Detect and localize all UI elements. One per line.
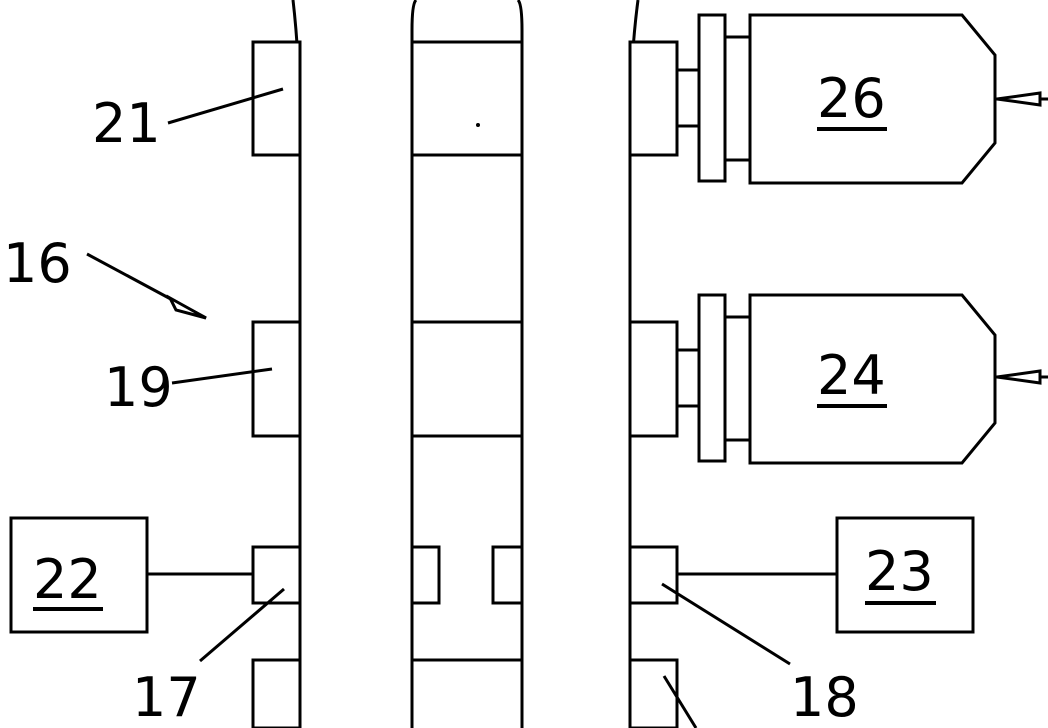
label-21: 21: [92, 92, 161, 155]
unit-26-collar: [723, 35, 752, 162]
block-right-mid: [628, 320, 679, 438]
label-23: 23: [865, 540, 934, 603]
unit-26: [675, 13, 1048, 185]
box-23: [835, 516, 975, 634]
block-right-top: [628, 40, 679, 157]
block-21: [251, 40, 302, 157]
unit-24-arrow-head: [996, 369, 1042, 385]
label-17: 17: [132, 666, 201, 728]
unit-24-flange: [697, 293, 727, 463]
label-22: 22: [33, 548, 102, 611]
center-small-block: [410, 545, 441, 605]
label-19: 19: [104, 356, 173, 419]
label-24: 24: [817, 344, 886, 407]
block-lower-left: [251, 658, 302, 728]
leader-17: [199, 587, 285, 663]
unit-26-flange: [697, 13, 727, 183]
block-18: [628, 545, 679, 605]
unit-24-body: [748, 293, 997, 465]
label-16: 16: [3, 232, 72, 295]
leader-21: [167, 87, 284, 125]
label-18: 18: [790, 666, 859, 728]
leader-lower-right: [662, 675, 698, 728]
leader-19: [171, 367, 273, 385]
label-26: 26: [817, 67, 886, 130]
block-lower-right: [628, 658, 679, 728]
unit-24: [675, 293, 1048, 465]
leader-18: [661, 582, 791, 666]
leader-16-arrowhead: [166, 294, 207, 320]
center-dot: [476, 123, 480, 127]
center-column-right: [516, 0, 524, 728]
block-19: [251, 320, 302, 438]
center-column: [410, 0, 418, 728]
unit-26-arrow-head: [996, 91, 1042, 107]
unit-24-collar: [723, 315, 752, 442]
unit-26-body: [748, 13, 997, 185]
center-small-block: [491, 545, 524, 605]
unit-24-stem: [675, 348, 701, 408]
unit-26-stem: [675, 68, 701, 128]
